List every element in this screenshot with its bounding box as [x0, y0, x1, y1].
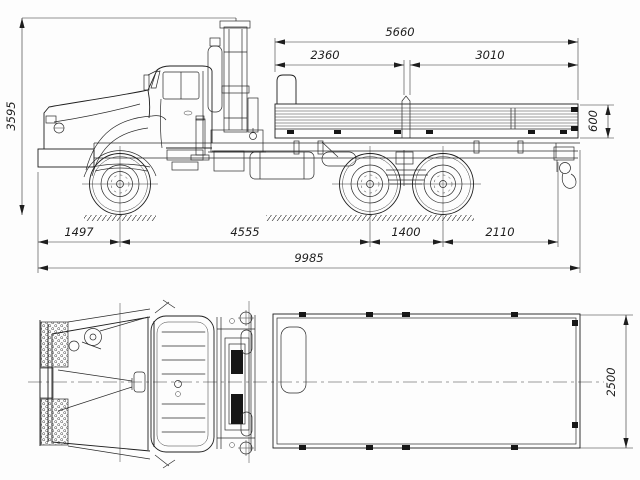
dim-platform-length: 5660	[385, 25, 414, 39]
plan-hood	[51, 299, 176, 469]
dim-wheelbase: 4555	[230, 225, 259, 239]
outrigger-pad	[190, 154, 210, 161]
spare-wheel-box	[280, 326, 307, 394]
front-bumper	[37, 148, 95, 168]
dim-platform-rear-section: 3010	[475, 48, 504, 62]
dim-board-height: 600	[586, 110, 600, 132]
mirrors-plan	[154, 299, 176, 469]
plan-crane	[216, 310, 256, 456]
winch	[68, 316, 149, 352]
crane-column	[223, 26, 248, 133]
crane-column-cap	[219, 20, 251, 29]
board-latch	[334, 130, 341, 134]
side-boards	[274, 103, 579, 139]
dim-overall-width: 2500	[604, 367, 618, 396]
side-view-dimensions: 3595 5660 2360 3010 600 1497 4555 1400 2…	[4, 17, 614, 273]
board-latch	[560, 130, 567, 134]
outrigger-leg	[195, 118, 206, 156]
board-latch	[287, 130, 294, 134]
mirror	[143, 74, 150, 91]
board-latch	[528, 130, 535, 134]
crane-side	[190, 18, 266, 161]
headlight	[45, 115, 57, 124]
crane-hook	[249, 132, 257, 140]
dim-rear-overhang: 2110	[485, 225, 514, 239]
fender-curve	[85, 115, 167, 171]
plan-dimensions: 2500	[580, 314, 633, 449]
tow-hitch	[553, 146, 577, 189]
dim-rear-bogie-base: 1400	[391, 225, 420, 239]
door-seams	[159, 71, 204, 149]
dim-overall-length: 9985	[294, 251, 323, 265]
plan-cab-roof	[147, 315, 215, 453]
door-handle	[195, 115, 205, 121]
cab-and-hood	[37, 65, 213, 178]
chassis-frame	[91, 140, 580, 189]
ground-hatching	[84, 215, 474, 221]
mirror-arm	[147, 69, 159, 76]
roof-ribs	[161, 331, 206, 433]
headboard	[276, 74, 297, 104]
dim-front-overhang: 1497	[64, 225, 94, 239]
top-view: 2500	[28, 299, 633, 469]
front-wheel-arch	[83, 150, 157, 178]
board-latch	[426, 130, 433, 134]
platform-outer	[272, 313, 581, 449]
side-view: 3595 5660 2360 3010 600 1497 4555 1400 2…	[4, 17, 614, 273]
middle-wheel	[332, 146, 408, 222]
headlight-plate-right	[40, 398, 69, 446]
headlight-plate-left	[40, 321, 69, 368]
board-divider	[510, 108, 516, 129]
crane-cylinder	[207, 45, 223, 113]
dim-overall-height: 3595	[4, 101, 18, 130]
front-wheel	[82, 146, 158, 222]
board-latch	[394, 130, 401, 134]
plan-platform	[272, 312, 581, 450]
platform-side	[274, 74, 579, 139]
battery-box	[213, 150, 245, 172]
dim-platform-front-section: 2360	[310, 48, 339, 62]
air-tank	[321, 151, 357, 167]
rear-wheel	[405, 146, 481, 222]
platform-inner	[276, 317, 577, 445]
middle-stake	[401, 95, 411, 138]
rear-bogie-suspension	[386, 150, 428, 186]
windshield	[150, 70, 161, 89]
fuel-tank	[249, 151, 315, 180]
plan-bumper	[39, 320, 69, 446]
